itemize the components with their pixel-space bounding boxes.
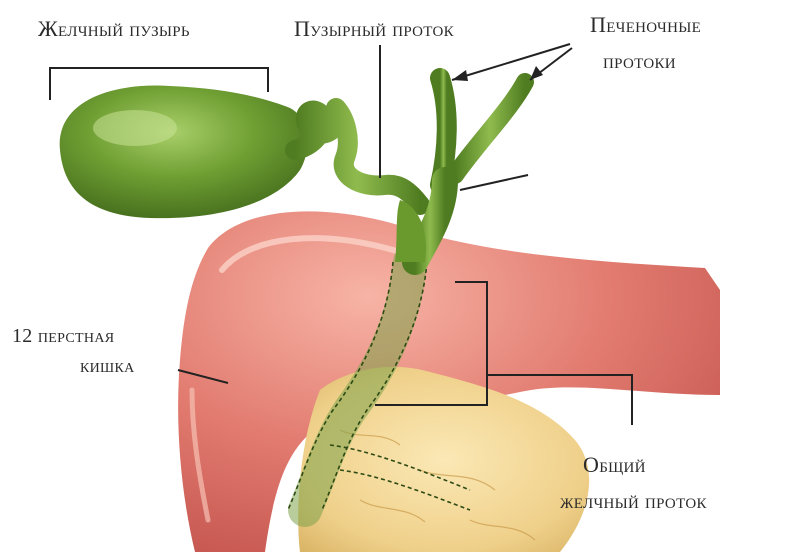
hepatic-ducts xyxy=(395,78,525,262)
hepatic-duct-pointer xyxy=(460,175,528,190)
hepatic-ducts-label-line1: Печеночные xyxy=(590,14,701,36)
common-bile-duct-label-line2: желчный проток xyxy=(560,490,707,512)
duodenum-label-line1: 12 перстная xyxy=(12,326,114,346)
cystic-duct-label: Пузырный проток xyxy=(294,18,454,40)
duodenum-label-line2: кишка xyxy=(80,356,135,376)
cystic-duct xyxy=(295,108,420,205)
hepatic-ducts-label-line2: протоки xyxy=(603,50,676,72)
hepatic-arrowhead-2 xyxy=(530,66,543,80)
hepatic-arrowhead-1 xyxy=(452,70,468,81)
gallbladder-label: Желчный пузырь xyxy=(38,18,190,40)
gallbladder xyxy=(60,86,308,219)
common-bile-duct-label-line1: Общий xyxy=(583,454,646,476)
